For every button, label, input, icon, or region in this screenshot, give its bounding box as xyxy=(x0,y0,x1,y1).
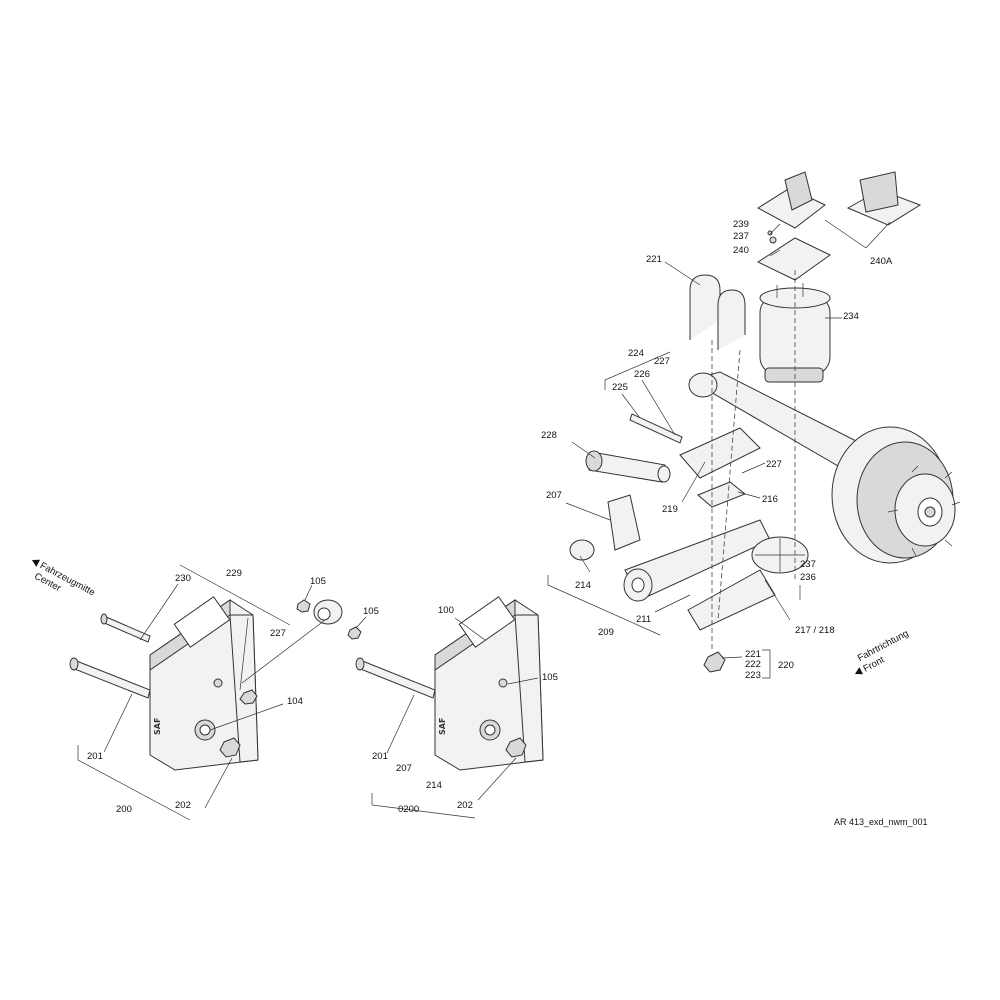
direction-front: Fahrtrichtung Front xyxy=(855,628,910,675)
air-spring-bracket-240A xyxy=(757,171,922,229)
top-plate-240 xyxy=(756,237,831,281)
washer-105-b xyxy=(347,626,362,640)
callout-216: 216 xyxy=(762,494,778,505)
callout-225: 225 xyxy=(612,382,628,393)
callout-221-b: 221 xyxy=(745,649,761,660)
callout-105-c: 105 xyxy=(542,672,558,683)
callout-226: 226 xyxy=(634,369,650,380)
callout-223: 223 xyxy=(745,670,761,681)
callout-220: 220 xyxy=(778,660,794,671)
callout-236: 236 xyxy=(800,572,816,583)
bolt-225 xyxy=(629,413,683,444)
callout-214-a: 214 xyxy=(426,780,442,791)
callout-202-a: 202 xyxy=(175,800,191,811)
bush-214-right xyxy=(569,539,595,561)
bracket-207-right xyxy=(607,494,641,551)
callout-201-a: 201 xyxy=(87,751,103,762)
brand-mark-2: SAF xyxy=(438,718,447,735)
callout-207-a: 207 xyxy=(396,763,412,774)
callout-227-c: 227 xyxy=(766,459,782,470)
bolt-201-left xyxy=(69,657,151,699)
bolt-201-center xyxy=(355,657,436,699)
shock-absorber-228 xyxy=(585,450,671,483)
spacer-216 xyxy=(697,481,746,508)
callout-209: 209 xyxy=(598,627,614,638)
brand-mark: SAF xyxy=(153,718,162,735)
callout-0200: 0200 xyxy=(398,804,419,815)
hanger-bracket-assembly-200: SAF xyxy=(69,564,367,821)
axle-assembly xyxy=(547,171,961,679)
arrow-left-icon-2 xyxy=(855,667,864,675)
callout-237-a: 237 xyxy=(733,231,749,242)
clamp-plate-219 xyxy=(679,427,761,479)
callout-240A: 240A xyxy=(870,256,893,267)
hanger-bracket-assembly-0200: SAF xyxy=(355,596,544,819)
nut-202-center xyxy=(505,737,527,758)
callout-201-b: 201 xyxy=(372,751,388,762)
u-bolts-221 xyxy=(689,274,746,350)
nut-202-left xyxy=(219,737,241,758)
bush-104 xyxy=(313,599,343,625)
nut-stack-220 xyxy=(703,651,726,673)
callout-228: 228 xyxy=(541,430,557,441)
callout-227-a: 227 xyxy=(270,628,286,639)
callout-214-b: 214 xyxy=(575,580,591,591)
callout-labels: 230 229 105 105 227 104 201 202 200 100 … xyxy=(87,219,893,815)
callout-217-218: 217 / 218 xyxy=(795,625,835,636)
callout-104: 104 xyxy=(287,696,303,707)
lower-mount-217-218 xyxy=(687,536,809,631)
direction-center: Fahrzeugmitte Center xyxy=(32,559,97,599)
callout-100: 100 xyxy=(438,605,454,616)
callout-237-b: 237 xyxy=(800,559,816,570)
arrow-left-icon xyxy=(32,559,41,567)
callout-227-b: 227 xyxy=(654,356,670,367)
callout-219: 219 xyxy=(662,504,678,515)
callout-222: 222 xyxy=(745,659,761,670)
callout-240: 240 xyxy=(733,245,749,256)
callout-230: 230 xyxy=(175,573,191,584)
drawing-id: AR 413_exd_nwm_001 xyxy=(834,817,928,827)
callout-239: 239 xyxy=(733,219,749,230)
washer-105-a xyxy=(296,599,311,613)
callout-202-b: 202 xyxy=(457,800,473,811)
nut-227-left xyxy=(239,689,258,705)
callout-105-b: 105 xyxy=(363,606,379,617)
callout-224: 224 xyxy=(628,348,644,359)
callout-200: 200 xyxy=(116,804,132,815)
callout-105-a: 105 xyxy=(310,576,326,587)
callout-229: 229 xyxy=(226,568,242,579)
nut-237-top xyxy=(769,236,777,244)
bolt-230 xyxy=(100,613,151,643)
callout-211: 211 xyxy=(636,614,651,625)
callout-221-a: 221 xyxy=(646,254,662,265)
washer-239 xyxy=(767,230,773,236)
brake-drum-hub xyxy=(831,426,961,564)
callout-234: 234 xyxy=(843,311,859,322)
callout-207-b: 207 xyxy=(546,490,562,501)
